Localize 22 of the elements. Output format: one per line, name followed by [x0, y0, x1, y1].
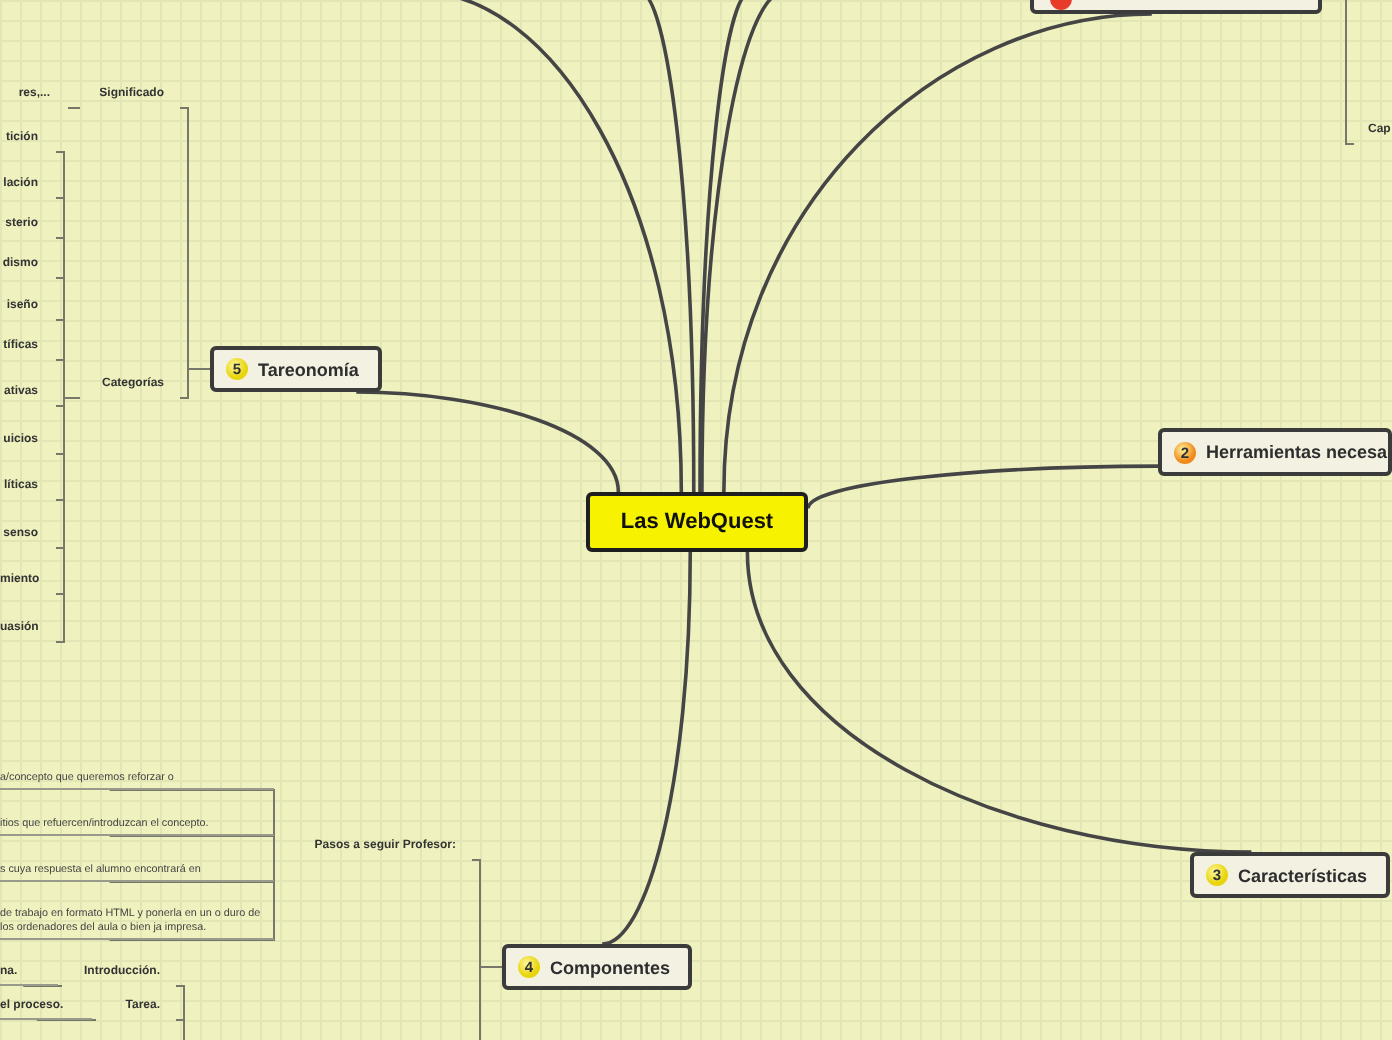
connector-line	[806, 464, 1158, 510]
topic-title: Tareonomía	[258, 359, 359, 379]
topic-box	[502, 944, 692, 990]
connector-line	[55, 397, 81, 643]
topic-title: Características	[1238, 865, 1368, 885]
connector-line	[356, 390, 621, 493]
connector-line	[22, 985, 63, 987]
topic-box	[1158, 428, 1392, 476]
connector-line	[35, 1019, 97, 1021]
topic-box	[1190, 852, 1390, 898]
connector-line	[745, 551, 1252, 854]
connector-line	[67, 107, 81, 109]
connector-line	[108, 835, 275, 861]
connector-line	[722, 12, 1152, 493]
topic-title: Las WebQuest	[620, 510, 774, 534]
topic-title: Componentes	[550, 957, 671, 977]
connector-line	[108, 859, 275, 941]
connector-line	[601, 551, 693, 946]
topic-box	[210, 346, 382, 392]
central-topic-box	[586, 492, 808, 552]
connector-line	[179, 368, 211, 399]
topic-title: Herramientas necesa	[1206, 442, 1388, 462]
